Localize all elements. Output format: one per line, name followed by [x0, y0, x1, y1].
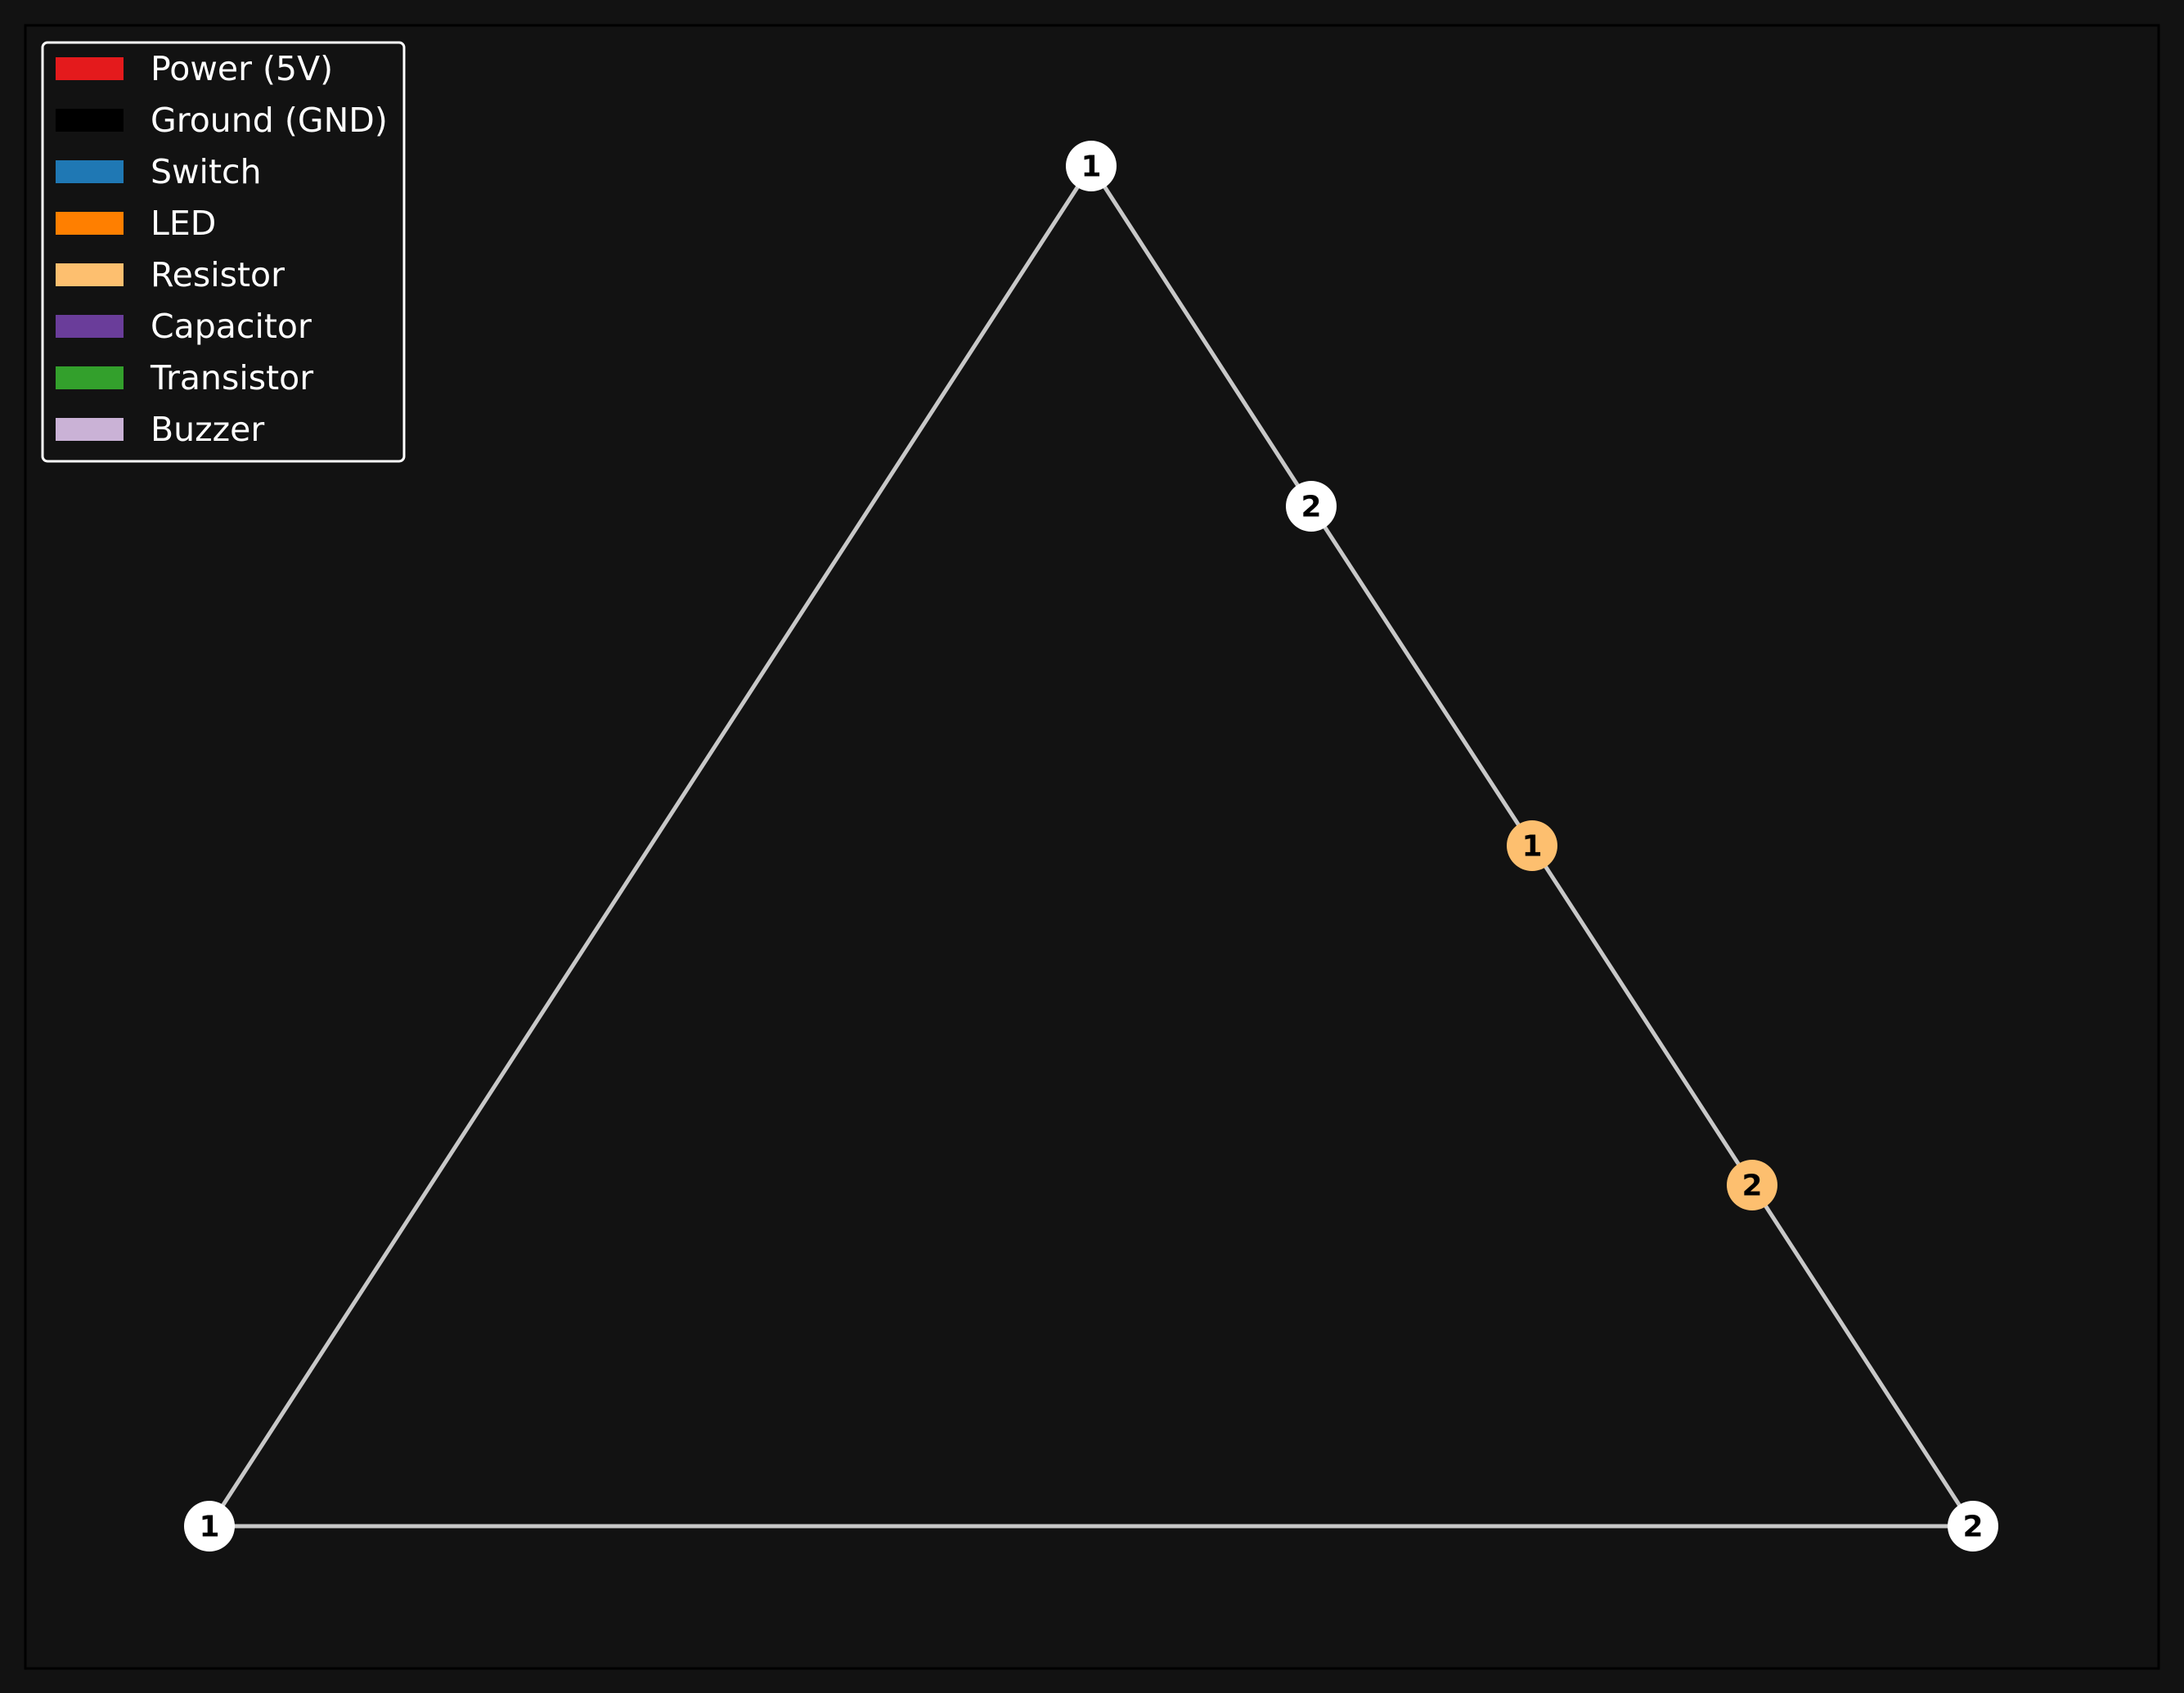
pin-number-label: 2: [1962, 1511, 1983, 1544]
legend-label: Buzzer: [151, 410, 264, 449]
wire-top-2-to-resistor-1: [1309, 504, 1535, 848]
pin-node[interactable]: [184, 1501, 235, 1552]
legend-label: Transistor: [150, 358, 313, 397]
pin-node[interactable]: [1507, 820, 1557, 871]
pin-resistor-2[interactable]: 2: [1727, 1160, 1777, 1210]
pins-group: 1 2 1 2 1 2: [184, 141, 1998, 1552]
wire-resistor-2-to-right-2: [1750, 1183, 1975, 1529]
legend-swatch: [56, 109, 124, 132]
pin-node[interactable]: [1066, 141, 1117, 191]
wires-group: [207, 164, 1975, 1529]
pin-node[interactable]: [1286, 481, 1337, 532]
legend-label: Power (5V): [151, 49, 333, 88]
legend-swatch: [56, 57, 124, 80]
legend-entry: Capacitor: [56, 307, 312, 346]
legend-label: Capacitor: [151, 307, 312, 346]
legend-label: Resistor: [151, 255, 285, 294]
legend-swatch: [56, 418, 124, 441]
pin-node[interactable]: [1727, 1160, 1777, 1210]
legend-label: Ground (GND): [151, 101, 388, 140]
legend-label: LED: [151, 204, 216, 243]
legend-swatch: [56, 160, 124, 183]
legend-entry: Ground (GND): [56, 101, 388, 140]
wire-top-1-to-top-2: [1089, 164, 1314, 509]
wire-resistor-1-to-resistor-2: [1530, 843, 1755, 1188]
pin-number-label: 1: [199, 1511, 219, 1544]
legend-swatch: [56, 263, 124, 286]
legend-entry: Transistor: [56, 358, 313, 397]
legend-entry: Buzzer: [56, 410, 264, 449]
pin-number-label: 1: [1081, 150, 1101, 184]
wire-left-1-to-top-1: [207, 164, 1094, 1529]
pin-node[interactable]: [1948, 1501, 1998, 1552]
pin-top-1[interactable]: 1: [1066, 141, 1117, 191]
pin-right-2[interactable]: 2: [1948, 1501, 1998, 1552]
pin-number-label: 2: [1741, 1170, 1762, 1203]
legend-entry: Power (5V): [56, 49, 333, 88]
legend-box: [41, 41, 406, 463]
legend-label: Switch: [151, 152, 262, 191]
legend-swatch: [56, 366, 124, 389]
legend-swatch: [56, 315, 124, 338]
legend-swatch: [56, 212, 124, 235]
pin-top-2[interactable]: 2: [1286, 481, 1337, 532]
pin-resistor-1[interactable]: 1: [1507, 820, 1557, 871]
pin-number-label: 1: [1521, 830, 1542, 864]
legend-entry: Resistor: [56, 255, 285, 294]
pin-number-label: 2: [1301, 491, 1321, 524]
legend-entry: Switch: [56, 152, 262, 191]
legend-entry: LED: [56, 204, 216, 243]
pin-left-1[interactable]: 1: [184, 1501, 235, 1552]
